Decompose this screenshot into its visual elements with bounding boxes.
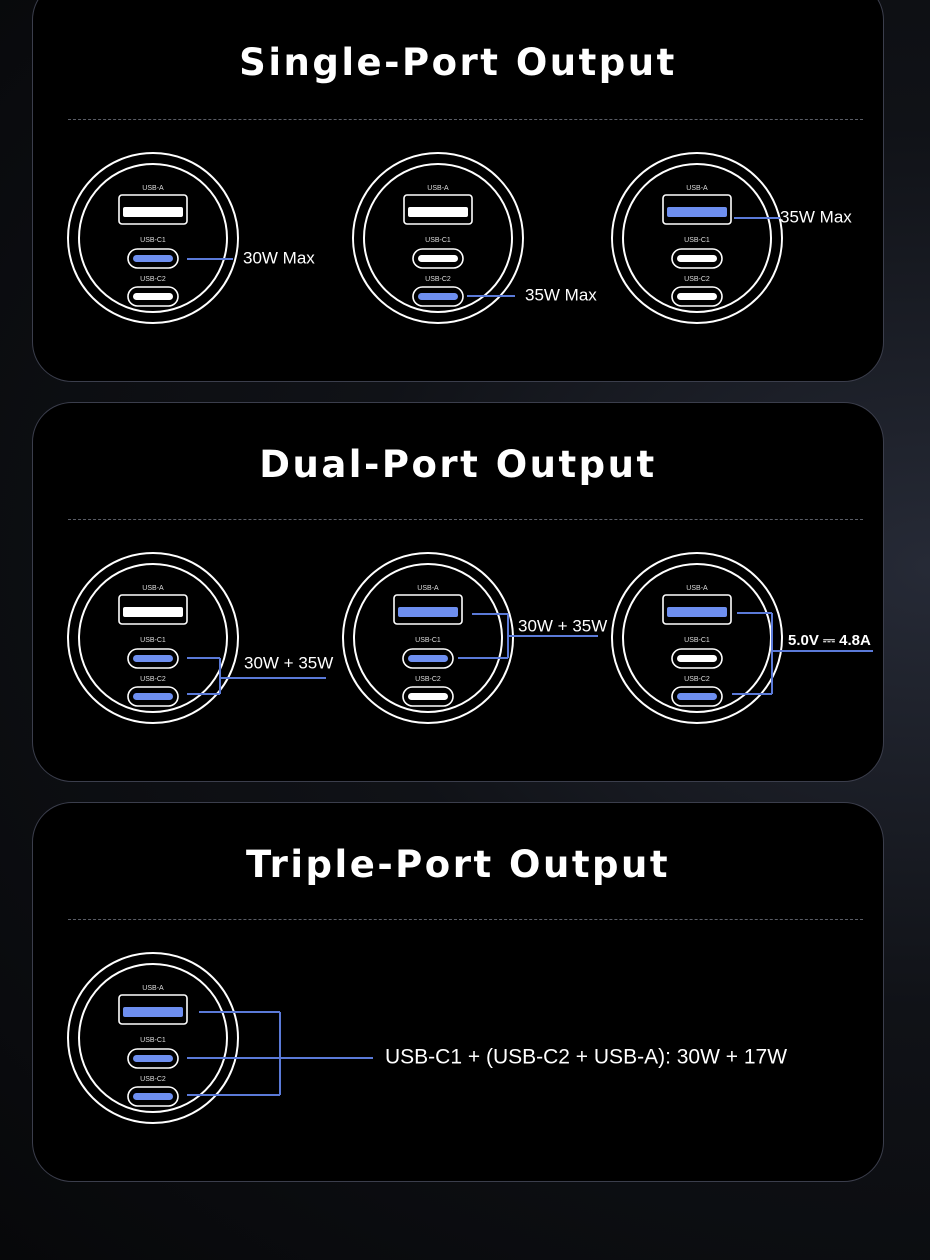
port-label: USB-C1 (684, 637, 710, 644)
divider (68, 919, 863, 920)
usb-c1-port-fill (418, 255, 458, 262)
usb-c2-port-fill (133, 1093, 173, 1100)
usb-a-port-fill (667, 607, 727, 617)
output-spec-label: 30W + 35W (244, 653, 333, 672)
charger-outer-ring (611, 552, 783, 724)
charger-outer-ring (352, 152, 524, 324)
usb-a-port-fill (123, 207, 183, 217)
charger-outer-ring (342, 552, 514, 724)
output-spec-label: 35W Max (525, 285, 597, 304)
port-label: USB-C1 (425, 237, 451, 244)
usb-a-port (662, 194, 732, 225)
usb-a-port (403, 194, 473, 225)
port-label: USB-C2 (425, 276, 451, 283)
section-single-port: Single-Port Output (32, 0, 884, 382)
usb-c2-port (671, 286, 723, 307)
section-dual-port: Dual-Port Output (32, 402, 884, 782)
usb-c1-port-fill (133, 655, 173, 662)
usb-c2-port-fill (408, 693, 448, 700)
usb-c1-port (127, 648, 179, 669)
port-label: USB-C2 (684, 276, 710, 283)
port-label: USB-C1 (140, 637, 166, 644)
usb-c1-port (671, 648, 723, 669)
output-spec-label: 35W Max (780, 207, 852, 226)
usb-c2-port (127, 1086, 179, 1107)
output-spec-label: 30W Max (243, 248, 315, 267)
port-label: USB-A (686, 585, 708, 592)
port-label: USB-A (142, 985, 164, 992)
port-label: USB-A (142, 185, 164, 192)
charger-inner-ring (622, 163, 772, 313)
usb-c1-port-fill (133, 1055, 173, 1062)
port-label: USB-C2 (140, 276, 166, 283)
usb-c1-port (402, 648, 454, 669)
port-label: USB-A (417, 585, 439, 592)
port-label: USB-C1 (140, 237, 166, 244)
usb-a-port (662, 594, 732, 625)
usb-a-port (118, 594, 188, 625)
usb-a-port (118, 194, 188, 225)
charger-outer-ring (67, 952, 239, 1124)
port-label: USB-C2 (415, 676, 441, 683)
usb-c2-port (412, 286, 464, 307)
output-spec-label: 30W + 35W (518, 616, 607, 635)
charger-inner-ring (353, 563, 503, 713)
port-label: USB-C1 (415, 637, 441, 644)
usb-c1-port-fill (677, 255, 717, 262)
usb-c1-port-fill (408, 655, 448, 662)
charger-inner-ring (363, 163, 513, 313)
usb-c2-port-fill (418, 293, 458, 300)
charger-inner-ring (78, 963, 228, 1113)
port-label: USB-C2 (140, 1076, 166, 1083)
usb-a-port-fill (408, 207, 468, 217)
charger-outer-ring (611, 152, 783, 324)
usb-a-port-fill (123, 607, 183, 617)
usb-c1-port (671, 248, 723, 269)
usb-a-port-fill (123, 1007, 183, 1017)
divider (68, 119, 863, 120)
usb-c1-port-fill (677, 655, 717, 662)
port-label: USB-A (686, 185, 708, 192)
port-label: USB-C2 (140, 676, 166, 683)
usb-a-port-fill (398, 607, 458, 617)
usb-c1-port-fill (133, 255, 173, 262)
port-label: USB-A (427, 185, 449, 192)
usb-c2-port (671, 686, 723, 707)
divider (68, 519, 863, 520)
port-label: USB-C1 (684, 237, 710, 244)
section-triple-port: Triple-Port Output (32, 802, 884, 1182)
charger-inner-ring (78, 163, 228, 313)
usb-a-port (118, 994, 188, 1025)
usb-c1-port (412, 248, 464, 269)
usb-c2-port-fill (133, 693, 173, 700)
section-title: Triple-Port Output (245, 843, 671, 886)
usb-c2-port-fill (677, 693, 717, 700)
usb-a-port-fill (667, 207, 727, 217)
usb-c2-port-fill (677, 293, 717, 300)
usb-a-port (393, 594, 463, 625)
usb-c2-port (127, 286, 179, 307)
output-spec-label: USB-C1 + (USB-C2 + USB-A): 30W + 17W (385, 1046, 787, 1069)
port-label: USB-C1 (140, 1037, 166, 1044)
section-title: Single-Port Output (239, 41, 677, 84)
charger-outer-ring (67, 152, 239, 324)
section-title: Dual-Port Output (259, 443, 657, 486)
usb-c2-port-fill (133, 293, 173, 300)
port-label: USB-A (142, 585, 164, 592)
usb-c2-port (402, 686, 454, 707)
usb-c1-port (127, 1048, 179, 1069)
charger-inner-ring (78, 563, 228, 713)
output-spec-label: 5.0V ⎓ 4.8A (788, 632, 871, 649)
usb-c1-port (127, 248, 179, 269)
charger-outer-ring (67, 552, 239, 724)
port-label: USB-C2 (684, 676, 710, 683)
usb-c2-port (127, 686, 179, 707)
